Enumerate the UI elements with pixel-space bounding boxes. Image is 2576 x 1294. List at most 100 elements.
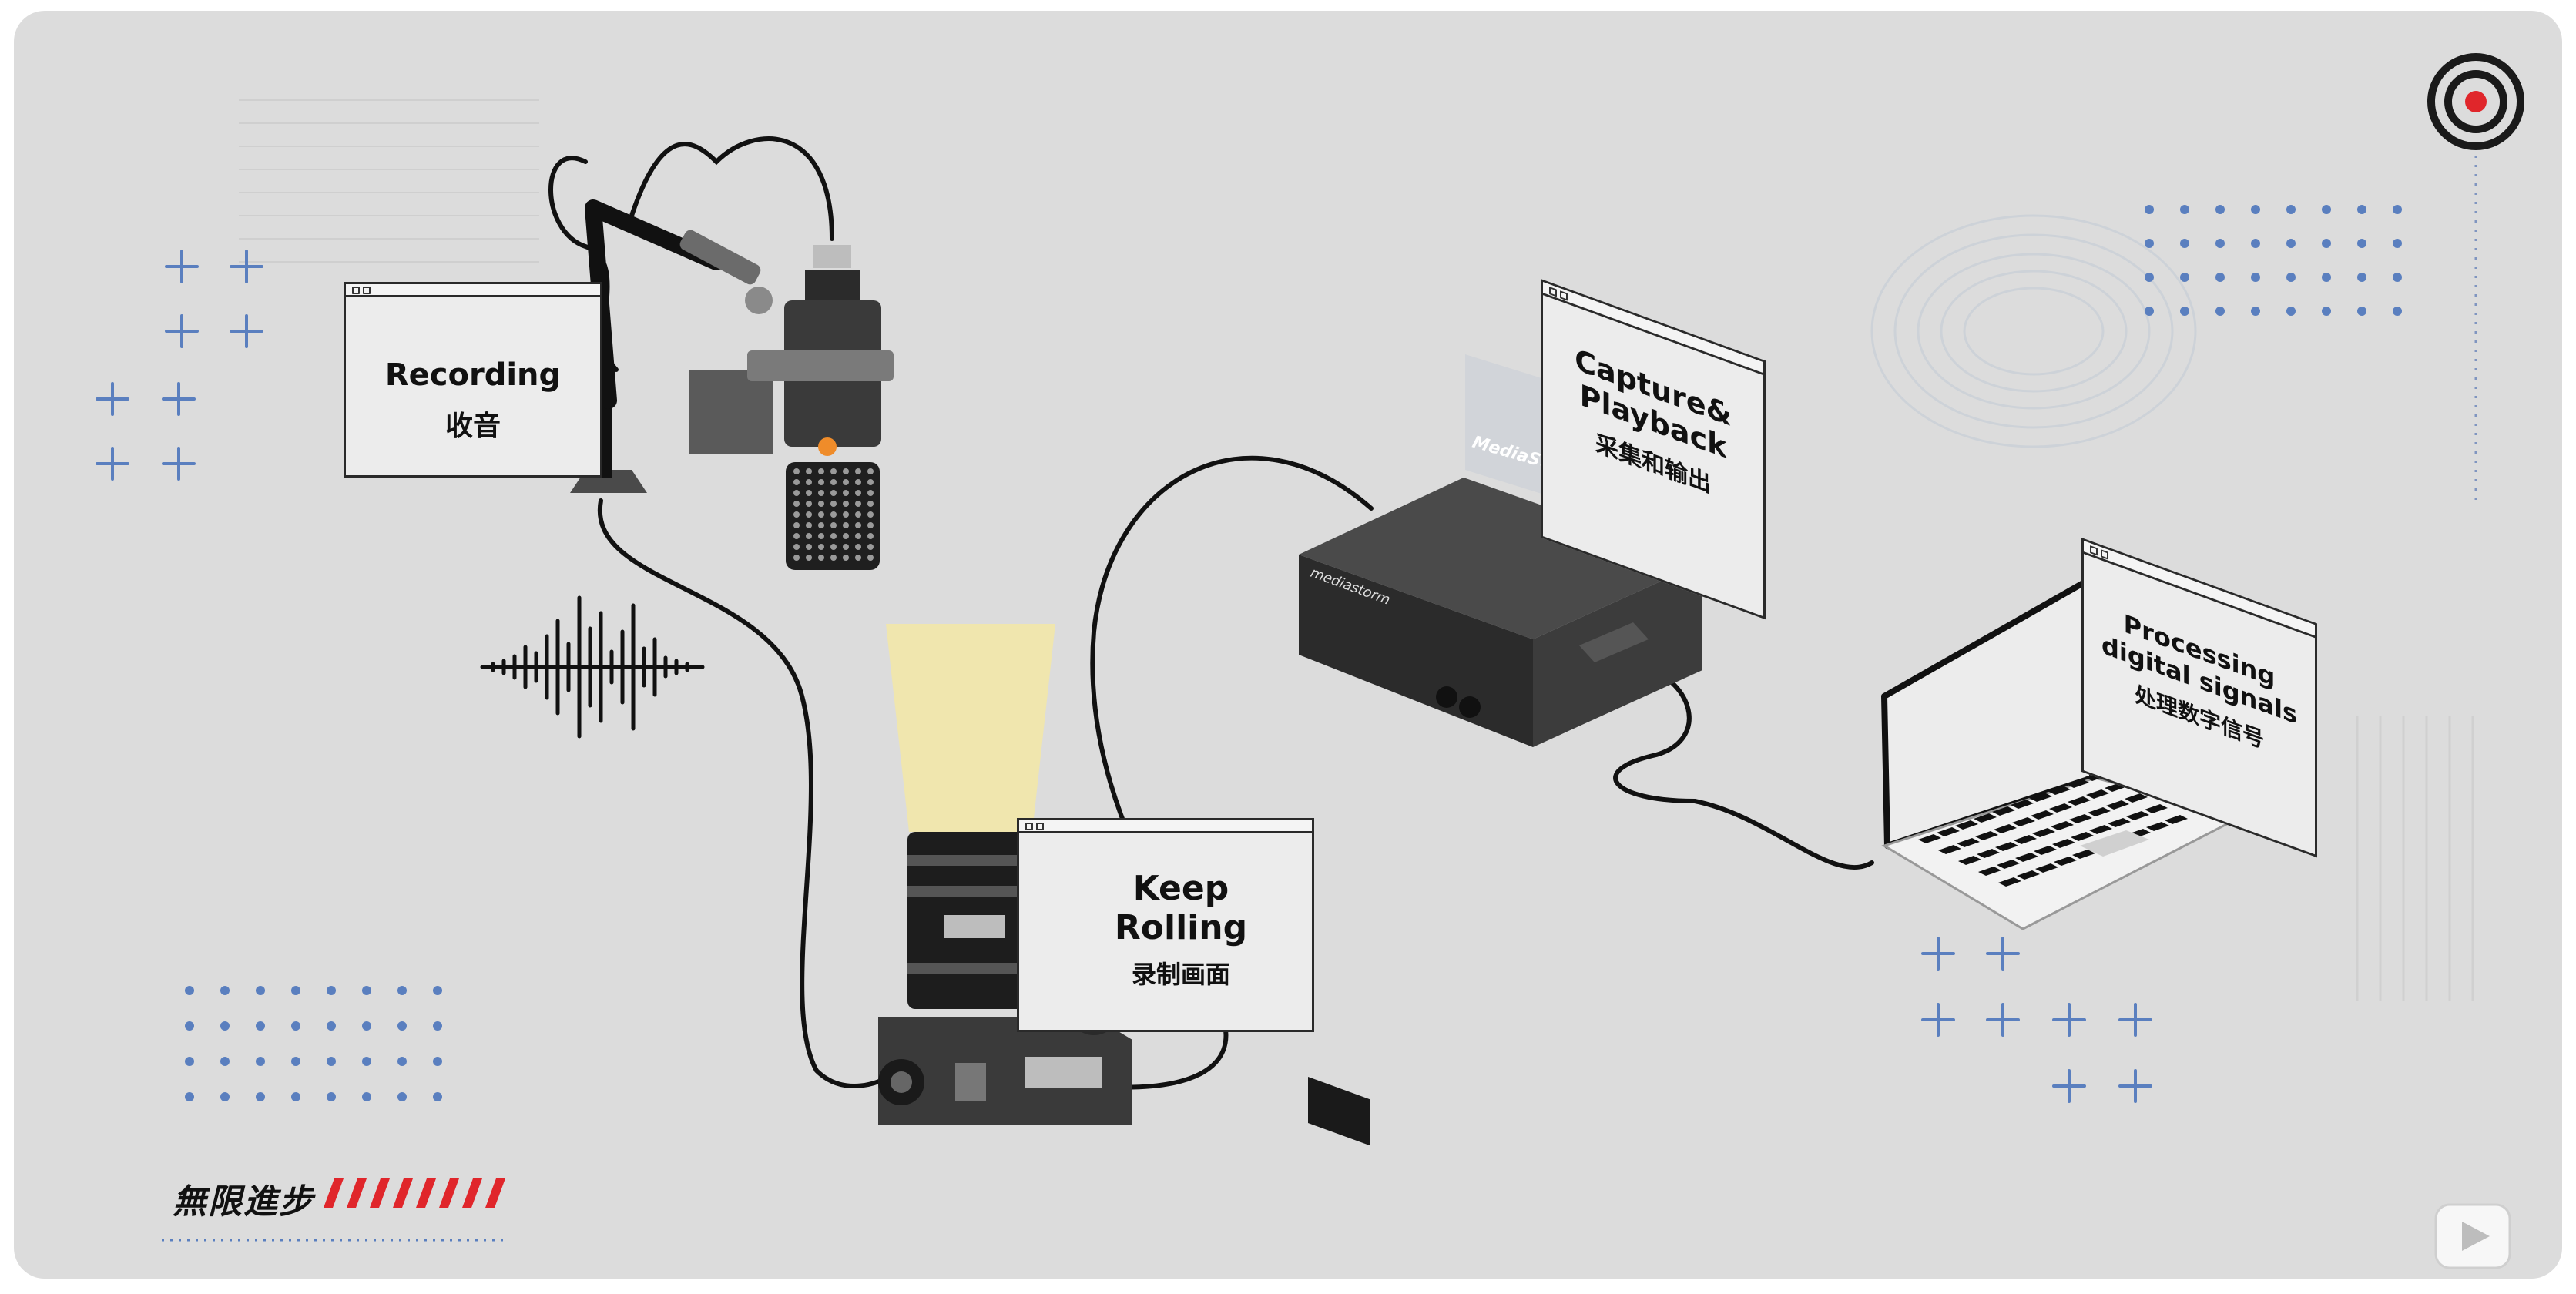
grille-dot [867,533,874,539]
dot [220,986,230,995]
brand-logo-text: 無限進步 [173,1182,314,1222]
grille-dot [830,501,837,507]
dot [2251,307,2260,316]
key [2049,803,2072,813]
brand-slash [462,1178,482,1208]
key [1998,877,2021,887]
dot [2180,307,2189,316]
grille-dot [843,501,849,507]
grille-dot [843,544,849,550]
tv-play-icon[interactable] [2434,1203,2511,1269]
grille-dot [830,522,837,528]
cable-box-to-laptop [1613,660,1874,870]
grille-dot [855,533,861,539]
grille-dot [843,468,849,474]
key [2165,815,2188,824]
grille-dot [843,490,849,496]
dot [2286,205,2296,214]
key [1958,856,1981,865]
dot [327,986,336,995]
dot [2393,239,2402,248]
target-logo-icon[interactable] [2427,53,2524,150]
brand-slash [416,1178,436,1208]
grille-dot [818,479,824,485]
brand-slash [439,1178,459,1208]
brand-slashes [324,1178,505,1208]
grille-dot [806,490,812,496]
key [2106,800,2129,810]
grille-dot [867,511,874,518]
dot [2357,239,2366,248]
grille-dot [855,555,861,561]
dot [2286,239,2296,248]
dot [256,1057,265,1066]
grille-dot [830,468,837,474]
key [1994,824,2017,833]
grille-dot [818,522,824,528]
dot [2357,205,2366,214]
grille-dot [793,555,800,561]
grille-dot [793,522,800,528]
grille-dot [793,533,800,539]
brand-slash [370,1178,390,1208]
dot [2393,307,2402,316]
sound-waveform [480,595,705,739]
dot [2251,273,2260,282]
dot [256,986,265,995]
dot [433,1092,442,1101]
key [2017,870,2040,880]
camera-icon [878,832,1132,1125]
grille-dot [806,522,812,528]
grille-dot [855,511,861,518]
brand-slash [324,1178,344,1208]
dot [220,1057,230,1066]
dot [291,1021,300,1031]
key [2086,789,2109,799]
grille-dot [806,501,812,507]
grille-dot [818,533,824,539]
dot [362,1092,371,1101]
dot [256,1092,265,1101]
microphone-icon [689,245,894,570]
dot [2322,273,2331,282]
key [2125,793,2148,803]
background-bars-right [2356,716,2474,1001]
key [2145,804,2168,813]
dot [2180,239,2189,248]
dot-grid-right [2145,205,2402,316]
dot [2286,273,2296,282]
key [1975,831,1998,840]
key [1977,849,2000,858]
grille-dot [843,511,849,518]
dot [185,1057,194,1066]
grille-dot [818,555,824,561]
grille-dot [793,511,800,518]
grille-dot [830,511,837,518]
dot [2145,307,2154,316]
key [1937,827,1960,836]
grille-dot [843,522,849,528]
key [1957,838,1980,847]
laptop-icon [1881,573,2246,930]
dot [291,986,300,995]
grille-dot [793,501,800,507]
dot [291,1092,300,1101]
cable-mic-to-camera [597,498,888,1088]
grille-dot [806,511,812,518]
dot [2145,273,2154,282]
key [2031,810,2054,820]
label-keep-rolling-line2: Rolling [1114,908,1248,947]
grille-dot [830,544,837,550]
grille-dot [867,544,874,550]
key [2011,800,2034,809]
key [2032,828,2055,837]
label-keep-rolling-zh: 录制画面 [1131,960,1230,989]
background-fingerprint [1870,214,2197,448]
dot [2357,273,2366,282]
dot [327,1021,336,1031]
grille-dot [806,468,812,474]
dot [185,1092,194,1101]
dot [2180,273,2189,282]
dot [2215,239,2225,248]
dot [433,986,442,995]
